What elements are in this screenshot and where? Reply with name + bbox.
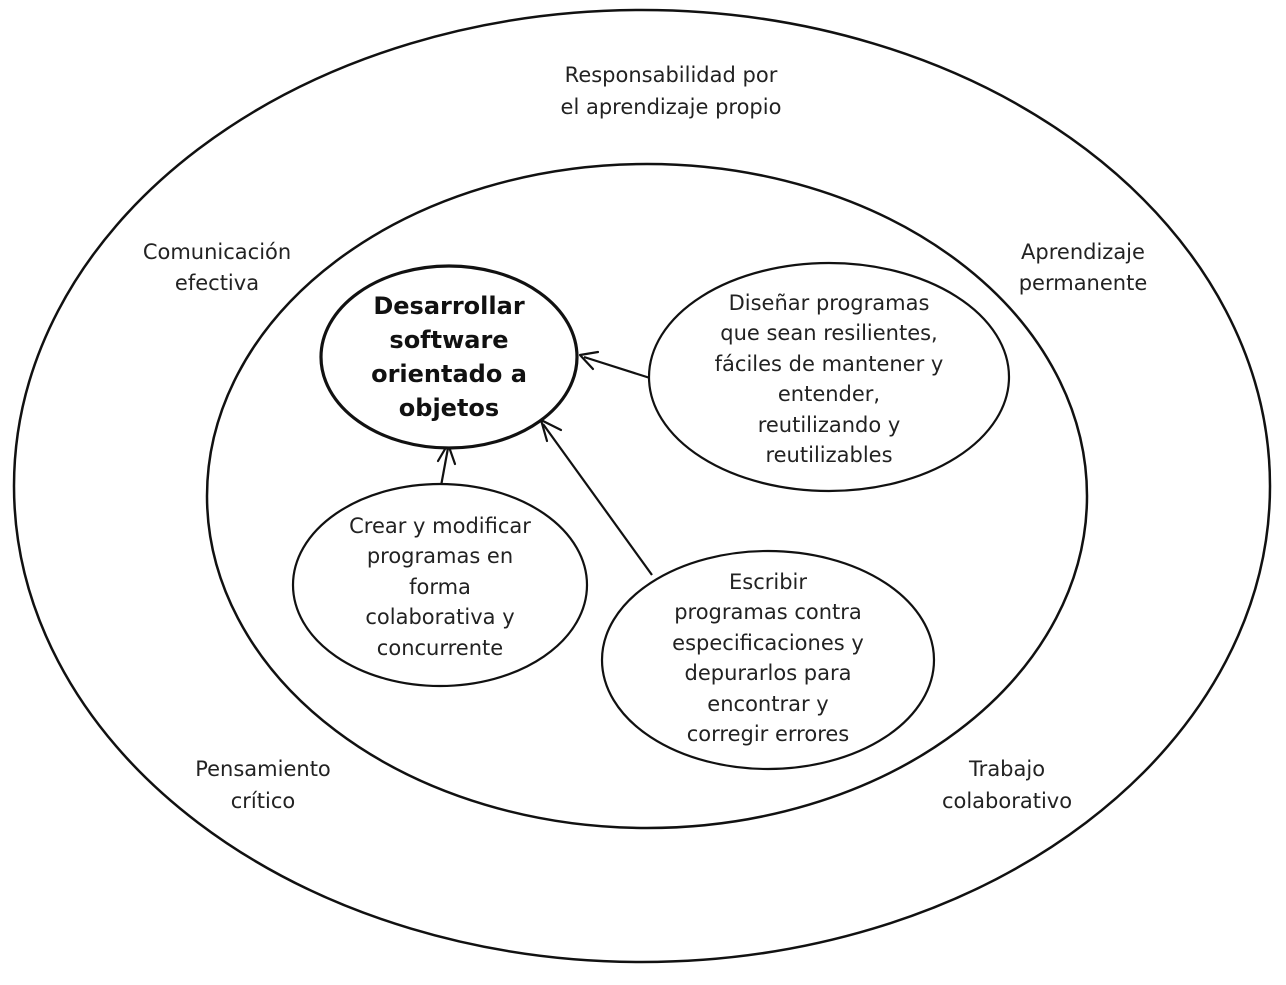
node-text-line: especificaciones y (672, 631, 864, 655)
label-line: Responsabilidad por (565, 63, 778, 87)
label-line: Trabajo (968, 757, 1045, 781)
label-line: permanente (1019, 271, 1148, 295)
label-pensamiento-critico: Pensamiento crítico (195, 757, 331, 813)
label-line: el aprendizaje propio (561, 95, 782, 119)
node-text-line: depurarlos para (684, 661, 851, 685)
node-text-line: Diseñar programas (729, 291, 930, 315)
node-text-line: fáciles de mantener y (715, 352, 944, 376)
label-aprendizaje-permanente: Aprendizaje permanente (1019, 240, 1148, 295)
node-text-line: reutilizables (765, 443, 892, 467)
node-text-line: encontrar y (707, 692, 828, 716)
center-text-line: software (389, 326, 508, 354)
label-comunicacion: Comunicación efectiva (143, 240, 291, 295)
center-text-line: Desarrollar (373, 292, 524, 320)
node-escribir (600, 549, 936, 771)
label-line: Pensamiento (195, 757, 331, 781)
label-line: Comunicación (143, 240, 291, 264)
node-text-line: que sean resilientes, (720, 321, 938, 345)
center-text-line: orientado a (371, 360, 527, 388)
outer-ellipse (12, 8, 1272, 964)
center-text-line: objetos (399, 394, 499, 422)
label-line: Aprendizaje (1021, 240, 1145, 264)
label-line: efectiva (175, 271, 259, 295)
label-responsabilidad: Responsabilidad por el aprendizaje propi… (561, 63, 782, 119)
node-text-line: entender, (778, 382, 880, 406)
label-trabajo-colaborativo: Trabajo colaborativo (942, 757, 1072, 813)
node-text-line: reutilizando y (758, 413, 901, 437)
center-node (319, 264, 579, 450)
edge-disenar-to-center (578, 350, 651, 380)
node-text-line: Crear y modificar (349, 514, 531, 538)
node-text-line: programas en (367, 544, 513, 568)
node-crear (291, 482, 589, 688)
node-text-line: concurrente (377, 636, 503, 660)
node-text-line: corregir errores (687, 722, 849, 746)
node-disenar (647, 261, 1011, 493)
node-text-line: forma (409, 575, 471, 599)
edge-crear-to-center (436, 442, 457, 487)
label-line: crítico (231, 789, 295, 813)
inner-ellipse (205, 162, 1089, 830)
node-text-line: programas contra (674, 600, 862, 624)
node-text-line: colaborativa y (365, 605, 514, 629)
label-line: colaborativo (942, 789, 1072, 813)
node-text-line: Escribir (729, 570, 807, 594)
